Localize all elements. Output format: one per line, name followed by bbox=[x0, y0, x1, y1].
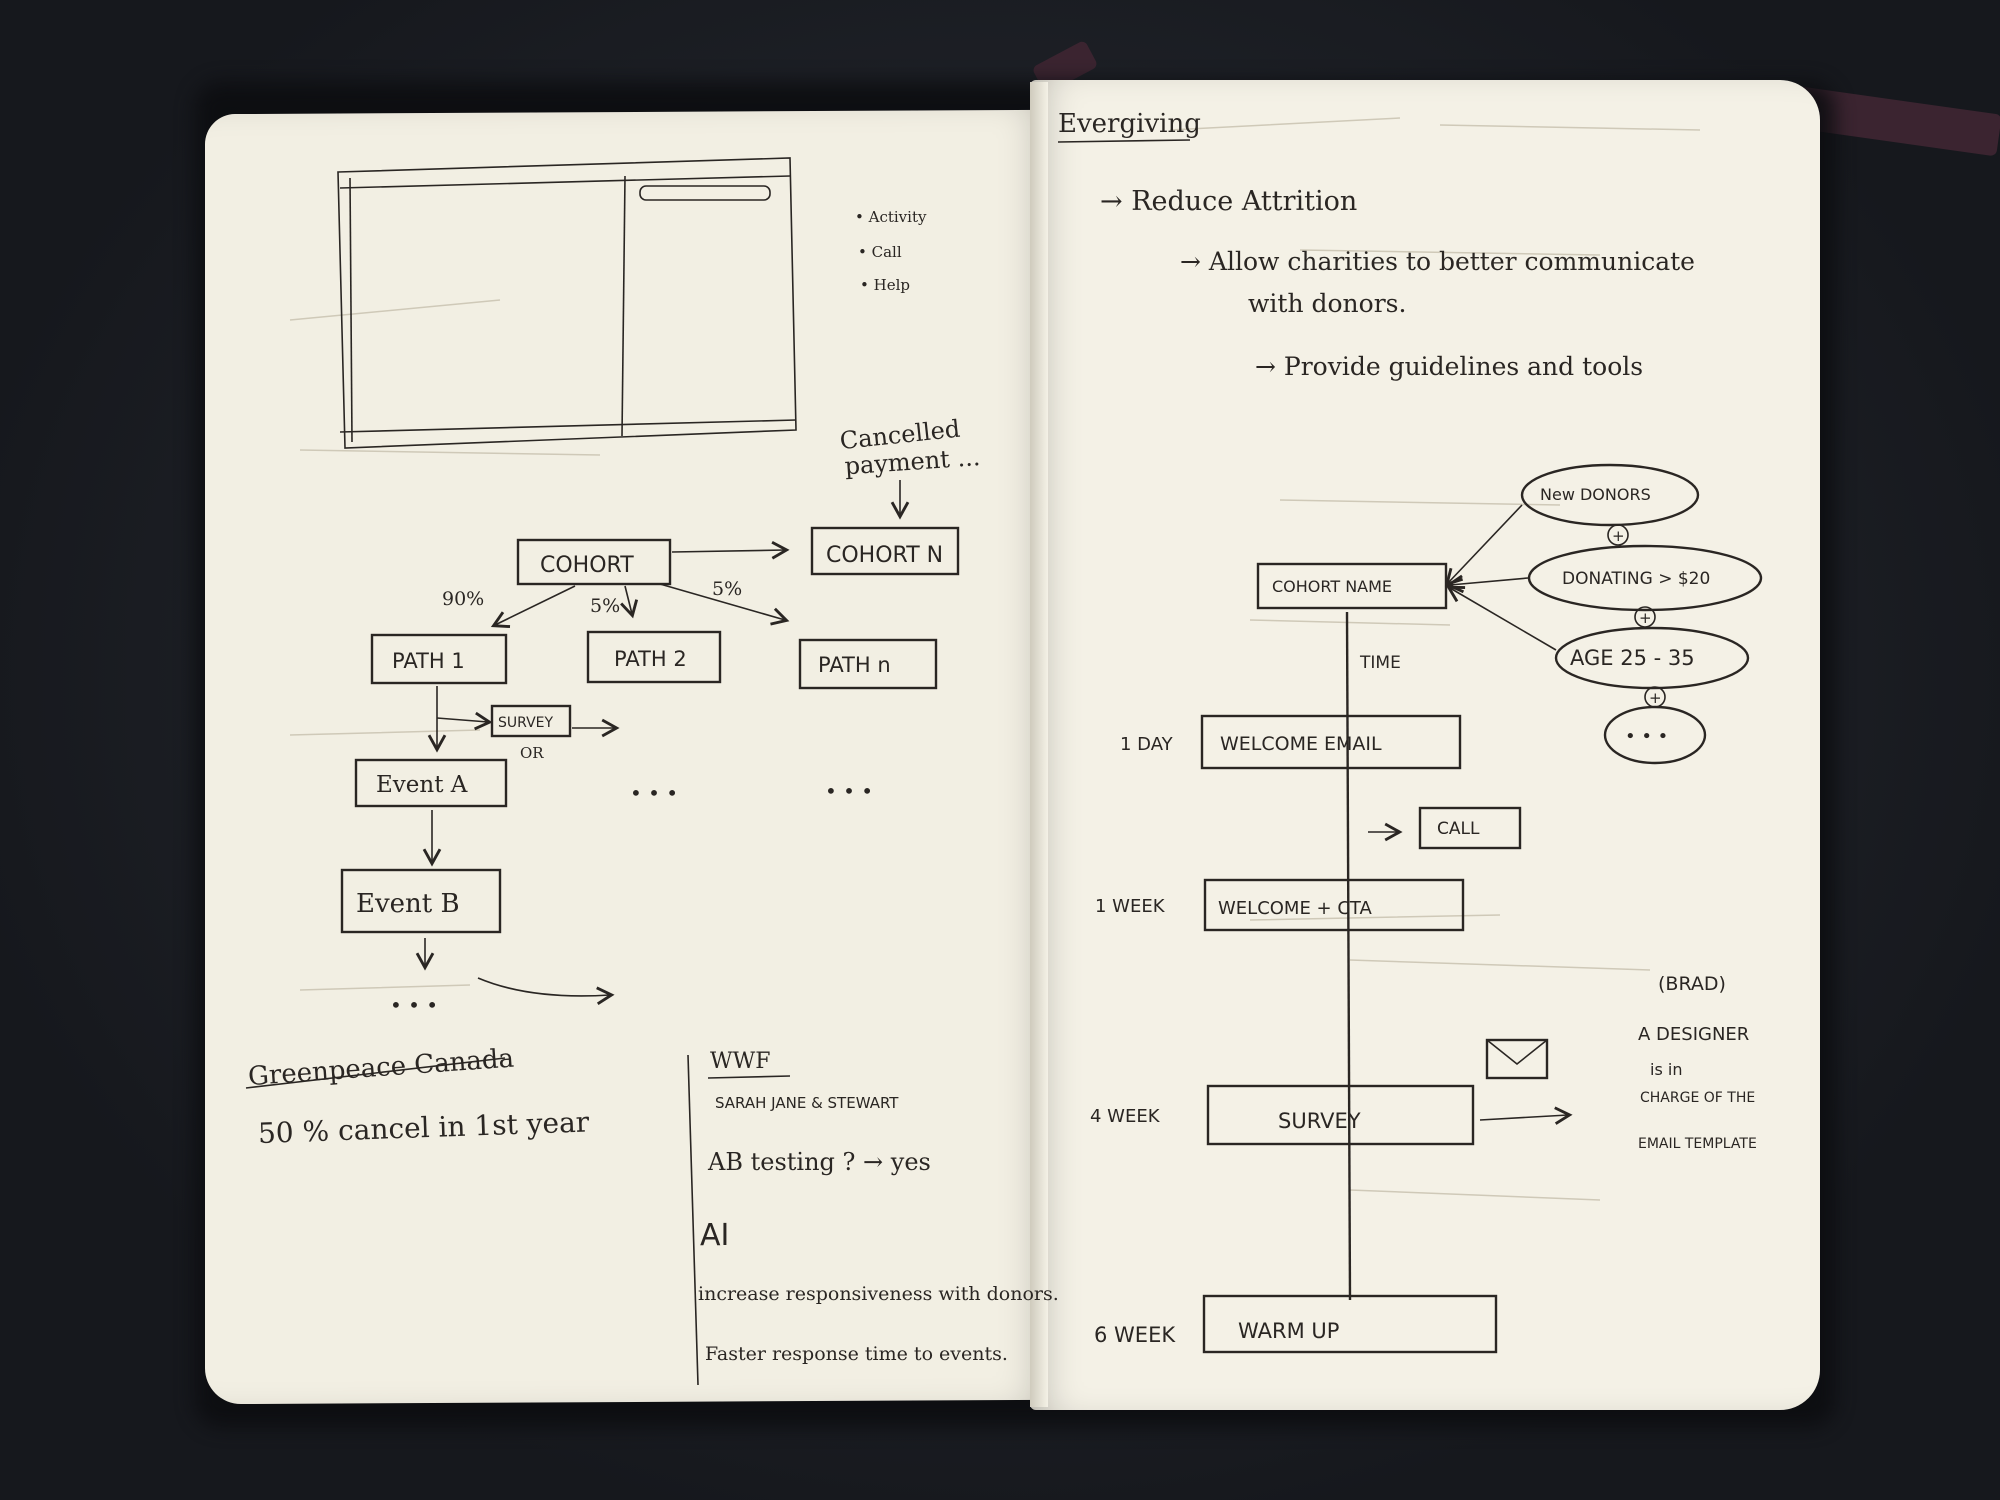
call-box bbox=[1418, 806, 1522, 850]
event-a-label: Event A bbox=[376, 772, 468, 798]
dots-right: • • • bbox=[825, 779, 873, 803]
survey-out-arrow-right bbox=[1479, 1106, 1573, 1125]
evergiving-title: Evergiving bbox=[1058, 109, 1201, 139]
welcome-email-box bbox=[1200, 714, 1462, 770]
brad-label: (BRAD) bbox=[1658, 973, 1726, 995]
bleed-through-marks bbox=[289, 117, 1701, 1201]
title-underline bbox=[1057, 139, 1191, 143]
warm-up-label: WARM UP bbox=[1238, 1319, 1339, 1343]
branch-arrow-mid bbox=[620, 585, 639, 619]
new-donors-arrow bbox=[1444, 504, 1523, 587]
pct-left: 90% bbox=[442, 588, 484, 610]
designer-line2: is in bbox=[1650, 1060, 1682, 1079]
plus-1: + bbox=[1612, 527, 1625, 545]
eventb-side-arrow bbox=[477, 977, 615, 1005]
timeline-6week: 6 WEEK bbox=[1094, 1323, 1176, 1347]
timeline-1week: 1 WEEK bbox=[1095, 896, 1166, 917]
path-n-label: PATH n bbox=[818, 653, 891, 677]
survey-box bbox=[1206, 1084, 1475, 1146]
cohort-label: COHORT bbox=[540, 553, 634, 578]
greenpeace-title: Greenpeace Canada bbox=[247, 1044, 515, 1092]
branch-arrow-right bbox=[659, 583, 790, 626]
notes-divider bbox=[687, 1054, 699, 1386]
left-survey-label: SURVEY bbox=[498, 715, 554, 731]
age-label: AGE 25 - 35 bbox=[1570, 646, 1695, 670]
left-survey-box bbox=[490, 704, 572, 738]
time-label: TIME bbox=[1359, 653, 1401, 673]
ai-note-2: Faster response time to events. bbox=[705, 1343, 1008, 1365]
donating-label: DONATING > $20 bbox=[1562, 569, 1710, 589]
goal-communicate-1: → Allow charities to better communicate bbox=[1180, 247, 1695, 276]
timeline-axis bbox=[1345, 611, 1352, 1301]
dots-mid: • • • bbox=[630, 781, 678, 805]
dots-bottom: • • • bbox=[390, 993, 438, 1017]
wwf-underline bbox=[707, 1075, 791, 1079]
cohort-to-cohortn-arrow bbox=[671, 540, 790, 560]
path-2-label: PATH 2 bbox=[614, 647, 687, 671]
plus-2: + bbox=[1639, 609, 1652, 627]
welcome-cta-box bbox=[1203, 878, 1465, 932]
warm-up-box bbox=[1202, 1294, 1498, 1354]
call-label: CALL bbox=[1437, 819, 1480, 839]
designer-line3: CHARGE OF THE bbox=[1640, 1090, 1755, 1106]
timeline-1day: 1 DAY bbox=[1120, 734, 1174, 755]
wireframe-window-sketch bbox=[337, 157, 797, 449]
path-2-box bbox=[586, 630, 722, 684]
welcome-email-label: WELCOME EMAIL bbox=[1220, 733, 1382, 755]
goal-communicate-2: with donors. bbox=[1248, 289, 1406, 318]
ai-note-1: increase responsiveness with donors. bbox=[698, 1283, 1059, 1305]
goal-reduce-attrition: → Reduce Attrition bbox=[1100, 186, 1357, 217]
path-n-box bbox=[798, 638, 938, 690]
new-donors-bubble bbox=[1520, 463, 1700, 527]
path-1-box bbox=[370, 633, 508, 685]
wireframe-menu-list: • Activity • Call • Help bbox=[855, 208, 927, 294]
more-label: • • • bbox=[1625, 726, 1668, 747]
goal-guidelines: → Provide guidelines and tools bbox=[1255, 352, 1643, 381]
path1-to-survey-arrow bbox=[436, 711, 493, 731]
plus-3: + bbox=[1649, 689, 1662, 707]
wwf-title: WWF bbox=[710, 1049, 771, 1074]
donating-bubble bbox=[1527, 544, 1763, 612]
pct-right: 5% bbox=[712, 578, 742, 600]
or-label: OR bbox=[520, 744, 544, 762]
notebook-gutter bbox=[1030, 82, 1048, 1407]
designer-line4: EMAIL TEMPLATE bbox=[1638, 1136, 1757, 1152]
new-donors-label: New DONORS bbox=[1540, 485, 1651, 504]
envelope-icon bbox=[1485, 1038, 1549, 1080]
cohort-n-box bbox=[810, 526, 960, 576]
path-1-label: PATH 1 bbox=[392, 649, 465, 673]
donating-arrow bbox=[1445, 574, 1529, 594]
cohort-n-label: COHORT N bbox=[826, 543, 943, 568]
plus-connector-1 bbox=[1607, 524, 1629, 546]
event-b-label: Event B bbox=[356, 889, 460, 919]
survey-label: SURVEY bbox=[1278, 1109, 1361, 1133]
event-a-box bbox=[354, 758, 508, 808]
menu-item-help: • Help bbox=[860, 276, 910, 294]
menu-item-call: • Call bbox=[858, 243, 902, 261]
more-bubble bbox=[1603, 705, 1707, 765]
cohort-name-label: COHORT NAME bbox=[1272, 577, 1392, 596]
ab-testing-note: AB testing ? → yes bbox=[707, 1148, 931, 1176]
menu-item-activity: • Activity bbox=[855, 208, 927, 226]
event-b-box bbox=[340, 868, 502, 934]
wwf-names: SARAH JANE & STEWART bbox=[715, 1094, 899, 1112]
cohort-box bbox=[516, 538, 672, 586]
notebook-right-page bbox=[1030, 80, 1820, 1410]
pct-mid: 5% bbox=[590, 595, 620, 617]
timeline-4week: 4 WEEK bbox=[1090, 1106, 1161, 1127]
ai-title: AI bbox=[700, 1218, 729, 1253]
age-arrow bbox=[1446, 585, 1557, 651]
welcome-cta-label: WELCOME + CTA bbox=[1218, 898, 1373, 919]
greenpeace-underline bbox=[245, 1057, 506, 1089]
branch-arrow-left bbox=[490, 585, 576, 629]
greenpeace-note: 50 % cancel in 1st year bbox=[257, 1105, 590, 1150]
designer-line1: A DESIGNER bbox=[1638, 1024, 1749, 1045]
